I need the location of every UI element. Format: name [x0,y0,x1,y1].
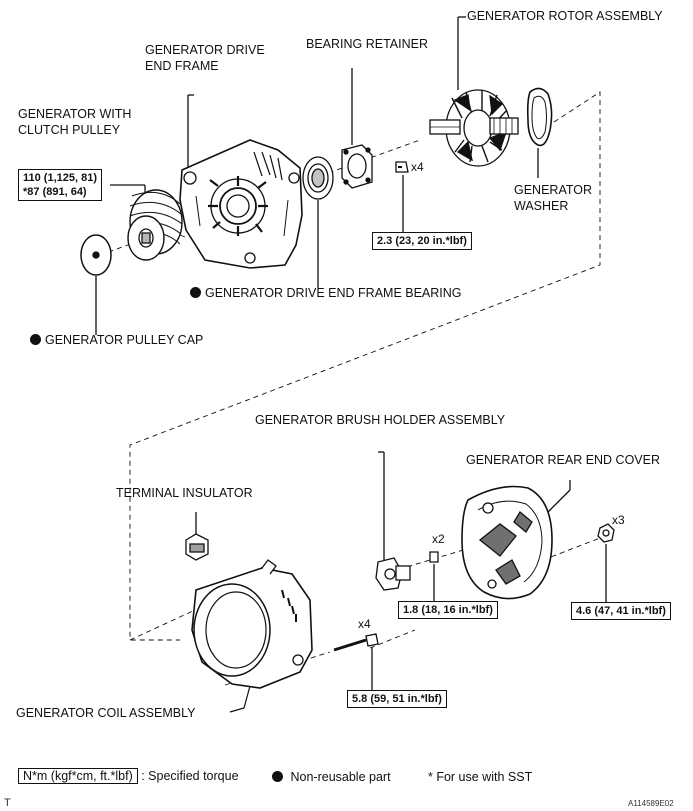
drive-end-frame [179,94,303,269]
brush-holder [375,451,411,591]
torque-box-rear-nut: 4.6 (47, 41 in.*lbf) [571,602,671,620]
label-bearing-retainer: BEARING RETAINER [306,37,429,51]
generator-washer [526,87,553,178]
legend-torque-text: : Specified torque [141,769,239,783]
label-coil-assembly: GENERATOR COIL ASSEMBLY [16,706,196,720]
non-reusable-dot-icon [190,287,201,298]
label-terminal-insulator: TERMINAL INSULATOR [116,486,253,500]
non-reusable-dot-icon [272,771,283,782]
torque-box-pulley: 110 (1,125, 81) *87 (891, 64) [18,169,103,201]
label-drive-end-frame-line1: GENERATOR DRIVE [145,43,265,57]
legend-torque: N*m (kgf*cm, ft.*lbf) : Specified torque [18,768,239,784]
clutch-pulley [110,184,183,261]
non-reusable-dot-icon [30,334,41,345]
qty-rear-nut: x3 [612,513,625,527]
label-rear-end-cover: GENERATOR REAR END COVER [466,453,661,467]
rear-nut [597,523,615,602]
retainer-screw [395,161,409,232]
legend-non-reusable: Non-reusable part [272,770,391,784]
label-clutch-pulley-line2: CLUTCH PULLEY [18,123,121,137]
legend-sst: * For use with SST [428,770,533,784]
rear-end-cover [461,480,571,600]
brush-screw [429,551,439,602]
label-generator-washer-line2: WASHER [514,199,569,213]
label-clutch-pulley-line1: GENERATOR WITH [18,107,132,121]
coil-assembly [191,559,313,713]
torque-box-coil-bolt: 5.8 (59, 51 in.*lbf) [347,690,447,708]
label-generator-washer-line1: GENERATOR [514,183,593,197]
bearing-retainer [341,68,373,189]
qty-coil-bolt: x4 [358,617,371,631]
qty-retainer-screw: x4 [411,160,424,174]
rotor-assembly [429,16,519,167]
drive-end-frame-bearing [302,156,334,288]
qty-brush-screw: x2 [432,532,445,546]
corner-mark-left: T [4,797,11,809]
label-pulley-cap: GENERATOR PULLEY CAP [30,332,203,348]
legend-unit-box: N*m (kgf*cm, ft.*lbf) [18,768,138,784]
torque-pulley-line1: 110 (1,125, 81) [23,172,98,184]
pulley-cap [80,234,112,335]
label-rotor-assembly: GENERATOR ROTOR ASSEMBLY [467,9,663,23]
terminal-insulator [185,512,209,561]
torque-box-brush-screw: 1.8 (18, 16 in.*lbf) [398,601,498,619]
torque-pulley-line2: *87 (891, 64) [23,186,87,198]
label-brush-holder: GENERATOR BRUSH HOLDER ASSEMBLY [255,413,506,427]
label-drive-end-frame-bearing: GENERATOR DRIVE END FRAME BEARING [190,285,462,301]
figure-code: A114589E02 [628,799,674,808]
label-drive-end-frame-line2: END FRAME [145,59,219,73]
coil-bolt [333,633,379,690]
torque-box-retainer-screw: 2.3 (23, 20 in.*lbf) [372,232,472,250]
